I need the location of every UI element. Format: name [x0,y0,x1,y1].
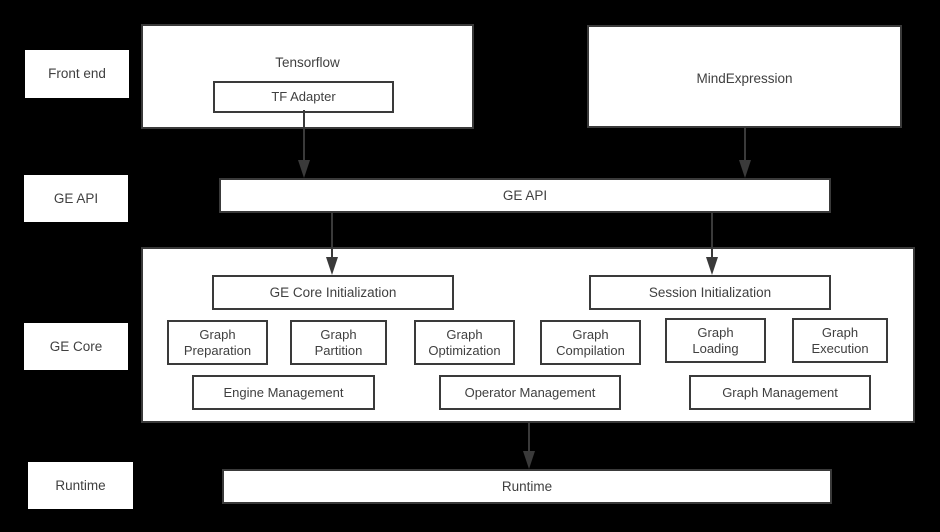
tensorflow-label: Tensorflow [275,55,340,70]
ge-api-bar[interactable]: GE API [219,178,831,213]
session-initialization-box[interactable]: Session Initialization [589,275,831,310]
arrow-ge-core-to-runtime [519,421,539,471]
lane-label-ge-core-text: GE Core [49,338,103,354]
lane-label-ge-api: GE API [24,175,128,222]
tf-adapter-box[interactable]: TF Adapter [213,81,394,113]
module-graph-execution[interactable]: Graph Execution [792,318,888,363]
lane-label-front-end-text: Front end [48,66,106,82]
module-graph-partition-label: Graph Partition [314,327,363,358]
runtime-bar[interactable]: Runtime [222,469,832,504]
module-graph-compilation-label: Graph Compilation [556,327,625,358]
mindexpression-label: MindExpression [696,71,793,86]
ge-core-initialization-label: GE Core Initialization [269,284,397,300]
module-graph-loading[interactable]: Graph Loading [665,318,766,363]
lane-label-front-end: Front end [25,50,129,98]
manager-engine-management[interactable]: Engine Management [192,375,375,410]
ge-api-bar-label: GE API [502,187,548,203]
manager-graph-management-label: Graph Management [722,384,838,400]
manager-operator-management-label: Operator Management [464,384,596,400]
lane-label-runtime: Runtime [28,462,133,509]
module-graph-optimization[interactable]: Graph Optimization [414,320,515,365]
module-graph-preparation[interactable]: Graph Preparation [167,320,268,365]
manager-operator-management[interactable]: Operator Management [439,375,621,410]
manager-graph-management[interactable]: Graph Management [689,375,871,410]
arrow-mindexpression-to-ge-api [735,126,755,180]
module-graph-execution-label: Graph Execution [811,325,869,356]
module-graph-optimization-label: Graph Optimization [428,327,501,358]
mindexpression-container [587,25,902,128]
lane-label-ge-core: GE Core [24,323,128,370]
arrow-tf-adapter-to-ge-api [294,110,314,180]
module-graph-partition[interactable]: Graph Partition [290,320,387,365]
module-graph-loading-label: Graph Loading [692,325,739,356]
runtime-bar-label: Runtime [501,478,553,494]
arrow-ge-api-to-ge-core-initialization [322,211,342,277]
arrow-ge-api-to-session-initialization [702,211,722,277]
session-initialization-label: Session Initialization [648,284,772,300]
tf-adapter-label: TF Adapter [271,89,336,105]
ge-core-initialization-box[interactable]: GE Core Initialization [212,275,454,310]
module-graph-compilation[interactable]: Graph Compilation [540,320,641,365]
lane-label-runtime-text: Runtime [55,477,106,493]
lane-label-ge-api-text: GE API [53,190,99,206]
module-graph-preparation-label: Graph Preparation [183,327,252,358]
manager-engine-management-label: Engine Management [223,384,344,400]
